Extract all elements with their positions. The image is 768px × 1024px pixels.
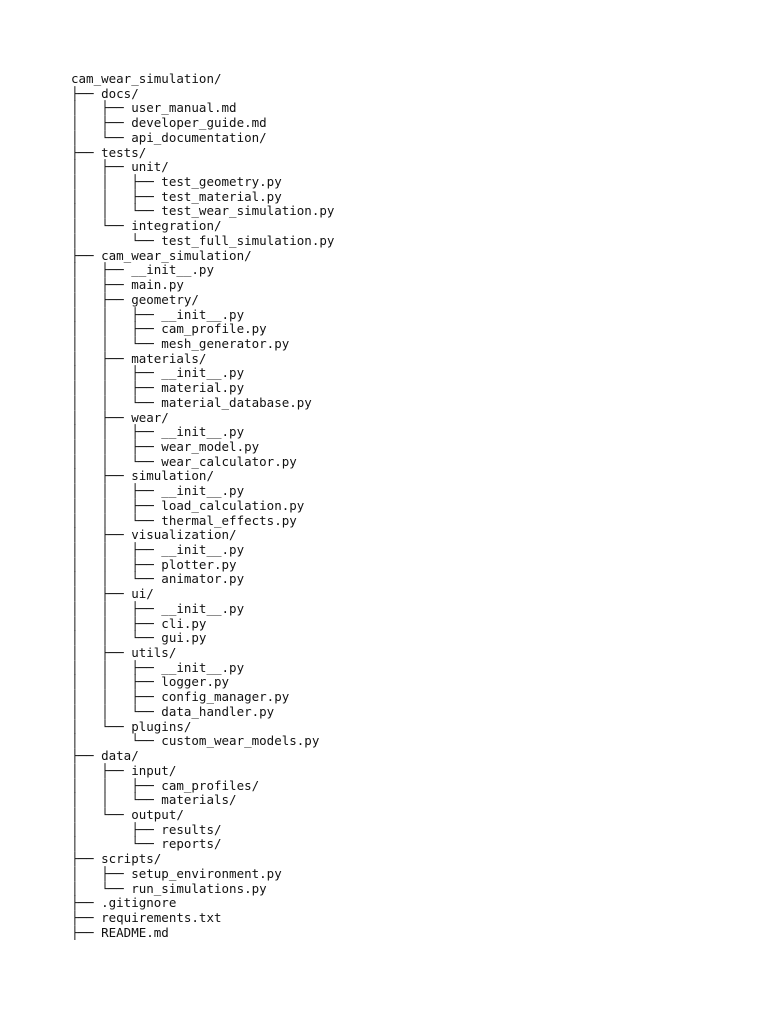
tree-line: │ │ ├── __init__.py xyxy=(71,306,245,322)
tree-line: │ ├── simulation/ xyxy=(71,468,214,484)
tree-line: │ └── custom_wear_models.py xyxy=(71,733,320,749)
tree-line: │ │ ├── wear_model.py xyxy=(71,438,260,454)
tree-line: │ │ └── mesh_generator.py xyxy=(71,335,290,351)
tree-line: │ ├── wear/ xyxy=(71,409,169,425)
tree-line: │ │ └── thermal_effects.py xyxy=(71,512,297,528)
tree-line: │ │ └── wear_calculator.py xyxy=(71,453,297,469)
tree-line: │ ├── materials/ xyxy=(71,350,207,366)
tree-line: │ ├── ui/ xyxy=(71,586,154,602)
tree-line: │ │ ├── material.py xyxy=(71,380,245,396)
tree-line: │ │ ├── test_material.py xyxy=(71,188,282,204)
tree-line: ├── docs/ xyxy=(71,85,139,101)
tree-line: │ ├── geometry/ xyxy=(71,291,199,307)
tree-line: │ └── integration/ xyxy=(71,218,222,234)
tree-line: │ └── run_simulations.py xyxy=(71,880,267,896)
tree-line: │ │ ├── cam_profiles/ xyxy=(71,777,260,793)
tree-line: │ ├── main.py xyxy=(71,277,184,293)
tree-line: │ │ ├── config_manager.py xyxy=(71,689,290,705)
tree-line: │ │ ├── __init__.py xyxy=(71,424,245,440)
tree-line: │ │ └── data_handler.py xyxy=(71,703,275,719)
tree-line: │ │ ├── __init__.py xyxy=(71,600,245,616)
tree-line: │ ├── unit/ xyxy=(71,159,169,175)
tree-line: ├── README.md xyxy=(71,924,169,940)
directory-tree: cam_wear_simulation/├── docs/│ ├── user_… xyxy=(71,71,335,940)
tree-line: ├── .gitignore xyxy=(71,895,177,911)
tree-line: ├── cam_wear_simulation/ xyxy=(71,247,252,263)
tree-line: │ └── reports/ xyxy=(71,836,222,852)
tree-line: │ ├── results/ xyxy=(71,821,222,837)
tree-line: │ │ └── gui.py xyxy=(71,630,207,646)
tree-line: │ │ └── material_database.py xyxy=(71,394,312,410)
tree-line: │ │ └── test_wear_simulation.py xyxy=(71,203,335,219)
tree-line: │ └── test_full_simulation.py xyxy=(71,232,335,248)
tree-line: │ │ ├── logger.py xyxy=(71,674,230,690)
tree-line: ├── scripts/ xyxy=(71,851,162,867)
tree-line: │ │ ├── cli.py xyxy=(71,615,207,631)
tree-line: │ └── output/ xyxy=(71,806,184,822)
tree-line: │ ├── __init__.py xyxy=(71,262,214,278)
tree-line: cam_wear_simulation/ xyxy=(71,71,222,86)
tree-line: ├── data/ xyxy=(71,748,139,764)
tree-line: │ ├── visualization/ xyxy=(71,527,237,543)
tree-line: │ │ ├── load_calculation.py xyxy=(71,497,305,513)
tree-line: │ │ ├── __init__.py xyxy=(71,483,245,499)
tree-line: │ ├── user_manual.md xyxy=(71,100,237,116)
tree-line: │ └── api_documentation/ xyxy=(71,129,267,145)
tree-line: │ ├── setup_environment.py xyxy=(71,865,282,881)
tree-line: ├── tests/ xyxy=(71,144,147,160)
tree-line: │ │ ├── __init__.py xyxy=(71,659,245,675)
tree-line: │ │ ├── plotter.py xyxy=(71,556,237,572)
tree-line: │ └── plugins/ xyxy=(71,718,192,734)
tree-line: ├── requirements.txt xyxy=(71,909,222,925)
tree-line: │ │ ├── __init__.py xyxy=(71,365,245,381)
tree-line: │ │ └── materials/ xyxy=(71,792,237,808)
tree-line: │ ├── utils/ xyxy=(71,645,177,661)
tree-line: │ │ ├── cam_profile.py xyxy=(71,321,267,337)
tree-line: │ ├── input/ xyxy=(71,762,177,778)
tree-line: │ ├── developer_guide.md xyxy=(71,115,267,131)
tree-line: │ │ ├── test_geometry.py xyxy=(71,174,282,190)
tree-line: │ │ ├── __init__.py xyxy=(71,542,245,557)
tree-line: │ │ └── animator.py xyxy=(71,571,245,587)
